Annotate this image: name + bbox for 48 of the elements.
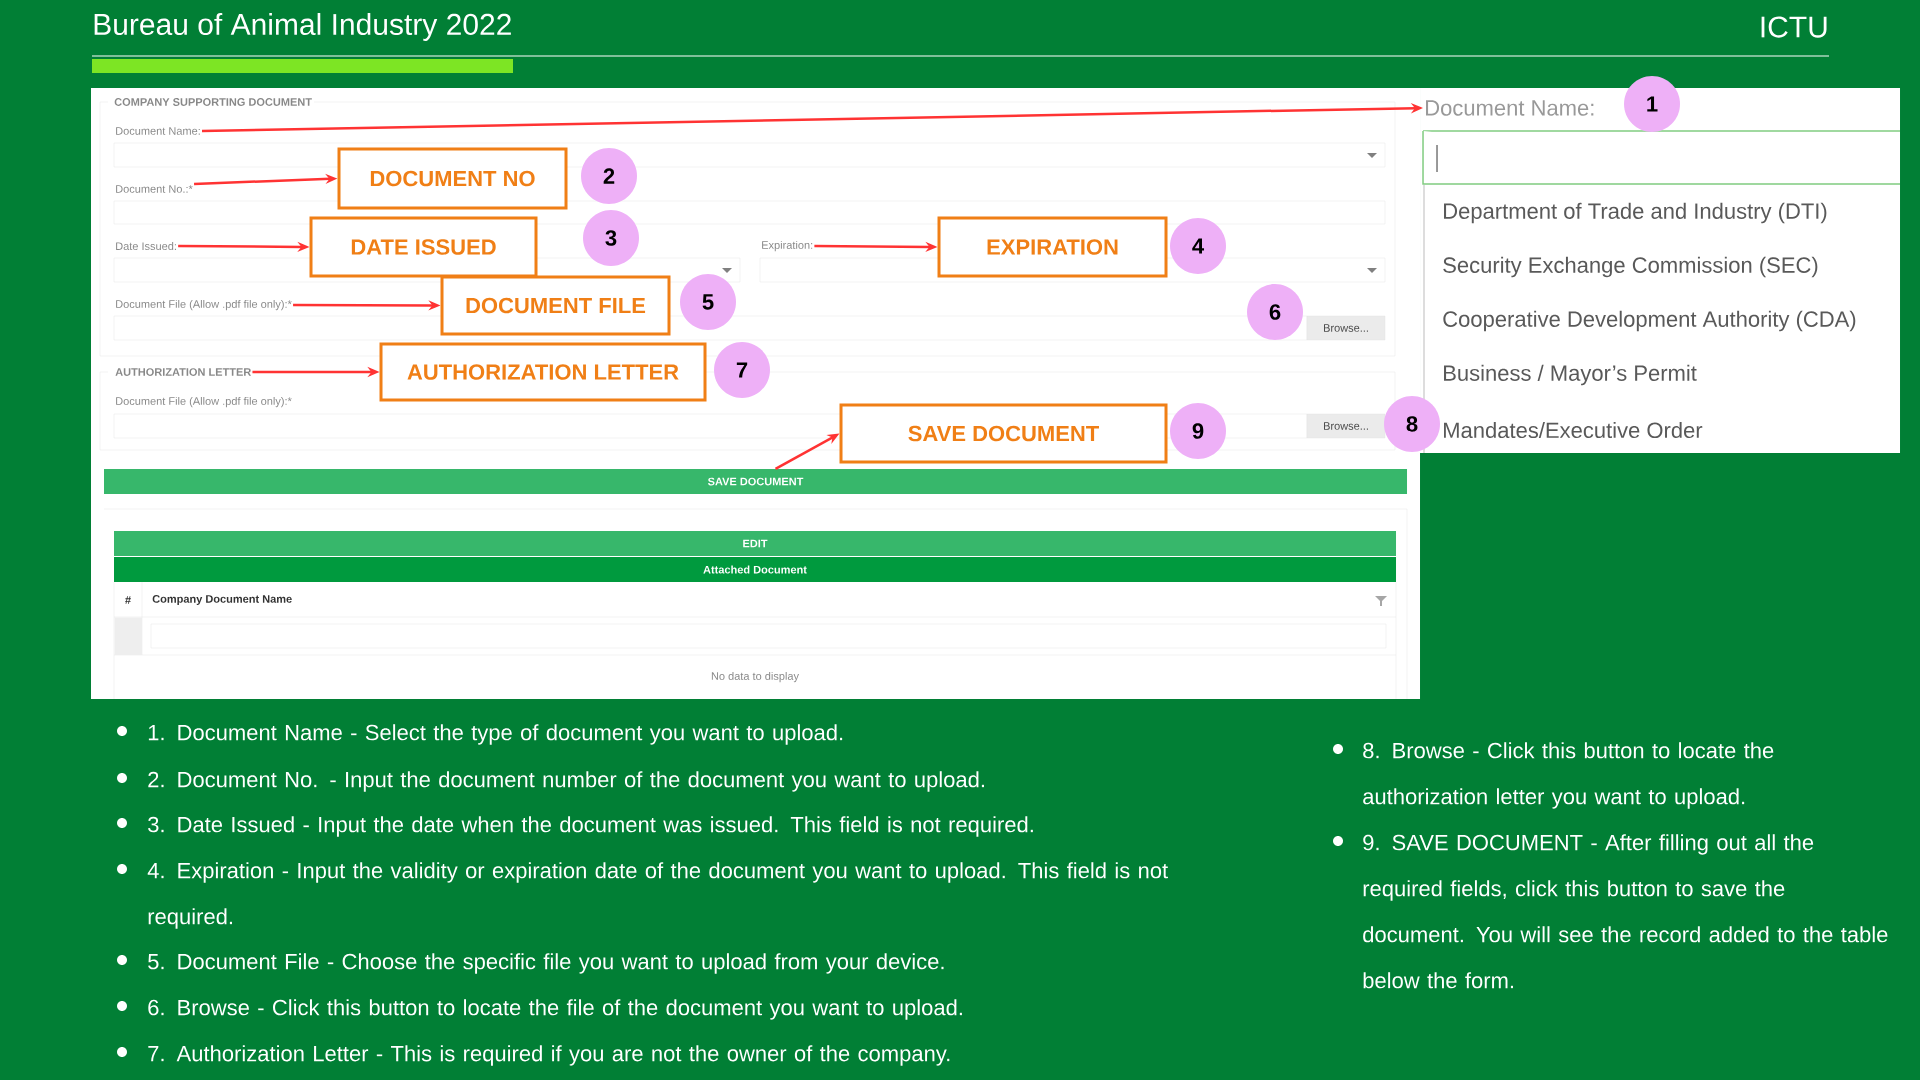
dropdown-option: Department of Trade and Industry (DTI) [1444,202,1827,224]
field-label: Document Name: [1426,100,1594,116]
callout-box: SAVE DOCUMENT [839,403,1168,464]
callout-box: AUTHORIZATION LETTER [379,342,707,402]
callout-box: DOCUMENT FILE [440,275,671,336]
title: Bureau of Animal Industry 2022 [94,13,511,41]
bullet-item: 2. Document No. - Input the document number of the document you want to upload. [117,771,984,792]
column-header: Company Document Name [152,595,292,605]
section-heading: AUTHORIZATION LETTER [115,368,252,376]
table-caption-bar: Attached Document [114,557,1396,582]
callout-box: EXPIRATION [937,216,1168,278]
save-button: SAVE DOCUMENT [104,469,1407,494]
section-heading: COMPANY SUPPORTING DOCUMENT [112,96,314,108]
callout-box: DATE ISSUED [309,216,538,278]
bullet-item: 8. Browse - Click this button to locate the authorization letter you want to upload. [1333,742,1774,809]
field-label: Expiration: [762,240,813,252]
number-badge: 1 [1624,76,1680,132]
dropdown-option: Cooperative Development Authority (CDA) [1443,310,1856,332]
field-label: Document File (Allow .pdf file only):* [116,299,292,311]
dropdown-option: Mandates/Executive Order [1444,421,1703,439]
number-badge: 4 [1170,218,1226,274]
bullet-item: 1. Document Name - Select the type of document you want to upload. [117,724,843,745]
number-badge: 2 [581,148,637,204]
field-label: Document No.:* [116,185,193,193]
edit-button: EDIT [114,531,1396,556]
browse-button: Browse... [1306,413,1386,439]
bullet-item: 3. Date Issued - Input the date when the document was issued. This field is not required. [117,816,1033,837]
browse-button: Browse... [1306,315,1386,341]
field-label: Document Name: [116,127,200,135]
number-badge: 6 [1247,284,1303,340]
dropdown-option: Business / Mayor’s Permit [1444,364,1697,386]
empty-message: No data to display [711,671,799,683]
header-label: ICTU [1761,16,1827,38]
number-badge: 9 [1170,403,1226,459]
bullet-item: 7. Authorization Letter - This is required if you are not the owner of the company. [117,1045,950,1066]
field-label: Date Issued: [116,241,176,251]
bullet-item: 9. SAVE DOCUMENT - After filling out all the required fields, click this button to save the document. You will see the record added to the table below the form. [1333,834,1888,989]
bullet-item: 6. Browse - Click this button to locate the file of the document you want to upload. [117,999,962,1020]
number-badge: 8 [1384,396,1440,452]
bullet-item: 4. Expiration - Input the validity or expiration date of the document you want to upload. This field is not required. [117,862,1168,929]
dropdown-option: Security Exchange Commission (SEC) [1443,256,1818,278]
field-label: Document File (Allow .pdf file only):* [116,396,292,408]
number-badge: 5 [680,274,736,330]
bullet-item: 5. Document File - Choose the specific file you want to upload from your device. [117,953,944,974]
number-badge: 7 [714,342,770,398]
callout-box: DOCUMENT NO [337,147,568,210]
column-header: # [125,596,131,604]
number-badge: 3 [583,210,639,266]
